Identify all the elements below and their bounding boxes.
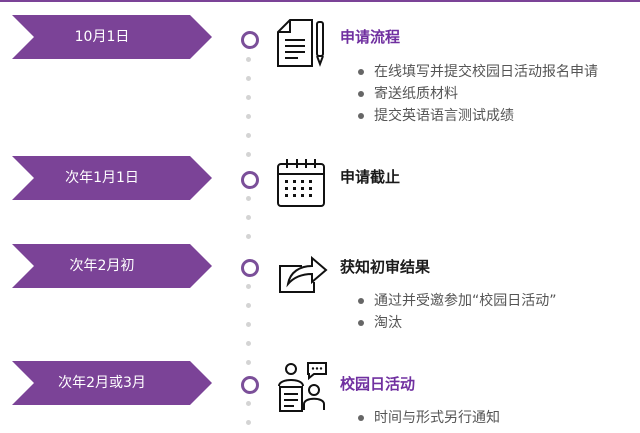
stage-title: 校园日活动	[340, 375, 416, 393]
date-label: 次年2月初	[69, 258, 135, 274]
stage-title: 获知初审结果	[340, 258, 431, 276]
document-pen-icon	[274, 16, 328, 70]
list-item: 通过并受邀参加“校园日活动”	[356, 290, 557, 312]
timeline-dot	[246, 196, 251, 201]
timeline-dot	[246, 322, 251, 327]
timeline-dot	[246, 152, 251, 157]
timeline-node	[241, 259, 259, 277]
timeline-dot	[246, 215, 251, 220]
bullet-list: 在线填写并提交校园日活动报名申请 寄送纸质材料 提交英语语言测试成绩	[356, 61, 598, 127]
timeline-node	[241, 376, 259, 394]
calendar-icon	[274, 156, 328, 210]
date-label: 10月1日	[74, 29, 130, 45]
timeline-dot	[246, 360, 251, 365]
timeline-dot	[246, 57, 251, 62]
top-border	[0, 0, 640, 2]
timeline-node	[241, 171, 259, 189]
stage-title: 申请流程	[340, 28, 401, 46]
date-tag: 次年2月或3月	[12, 361, 212, 405]
date-tag: 次年2月初	[12, 244, 212, 288]
timeline-dot	[246, 76, 251, 81]
date-label: 次年2月或3月	[58, 375, 146, 391]
interview-icon	[274, 360, 328, 414]
date-label: 次年1月1日	[65, 170, 139, 186]
timeline-dot	[246, 303, 251, 308]
timeline-node	[241, 31, 259, 49]
list-item: 寄送纸质材料	[356, 83, 598, 105]
timeline-dot	[246, 95, 251, 100]
bullet-list: 时间与形式另行通知	[356, 407, 500, 429]
stage-title: 申请截止	[340, 168, 401, 186]
list-item: 时间与形式另行通知	[356, 407, 500, 429]
date-tag-shape	[12, 15, 212, 59]
date-tag: 次年1月1日	[12, 156, 212, 200]
bullet-list: 通过并受邀参加“校园日活动” 淘汰	[356, 290, 557, 334]
date-tag-shape	[12, 244, 212, 288]
timeline-dot	[246, 420, 251, 425]
share-arrow-icon	[274, 246, 328, 300]
date-tag-shape	[12, 361, 212, 405]
timeline-dot	[246, 114, 251, 119]
list-item: 淘汰	[356, 312, 557, 334]
date-tag: 10月1日	[12, 15, 212, 59]
timeline-dot	[246, 401, 251, 406]
timeline-dot	[246, 341, 251, 346]
timeline-dot	[246, 133, 251, 138]
timeline-dot	[246, 284, 251, 289]
list-item: 提交英语语言测试成绩	[356, 105, 598, 127]
date-tag-shape	[12, 156, 212, 200]
list-item: 在线填写并提交校园日活动报名申请	[356, 61, 598, 83]
timeline-dot	[246, 234, 251, 239]
